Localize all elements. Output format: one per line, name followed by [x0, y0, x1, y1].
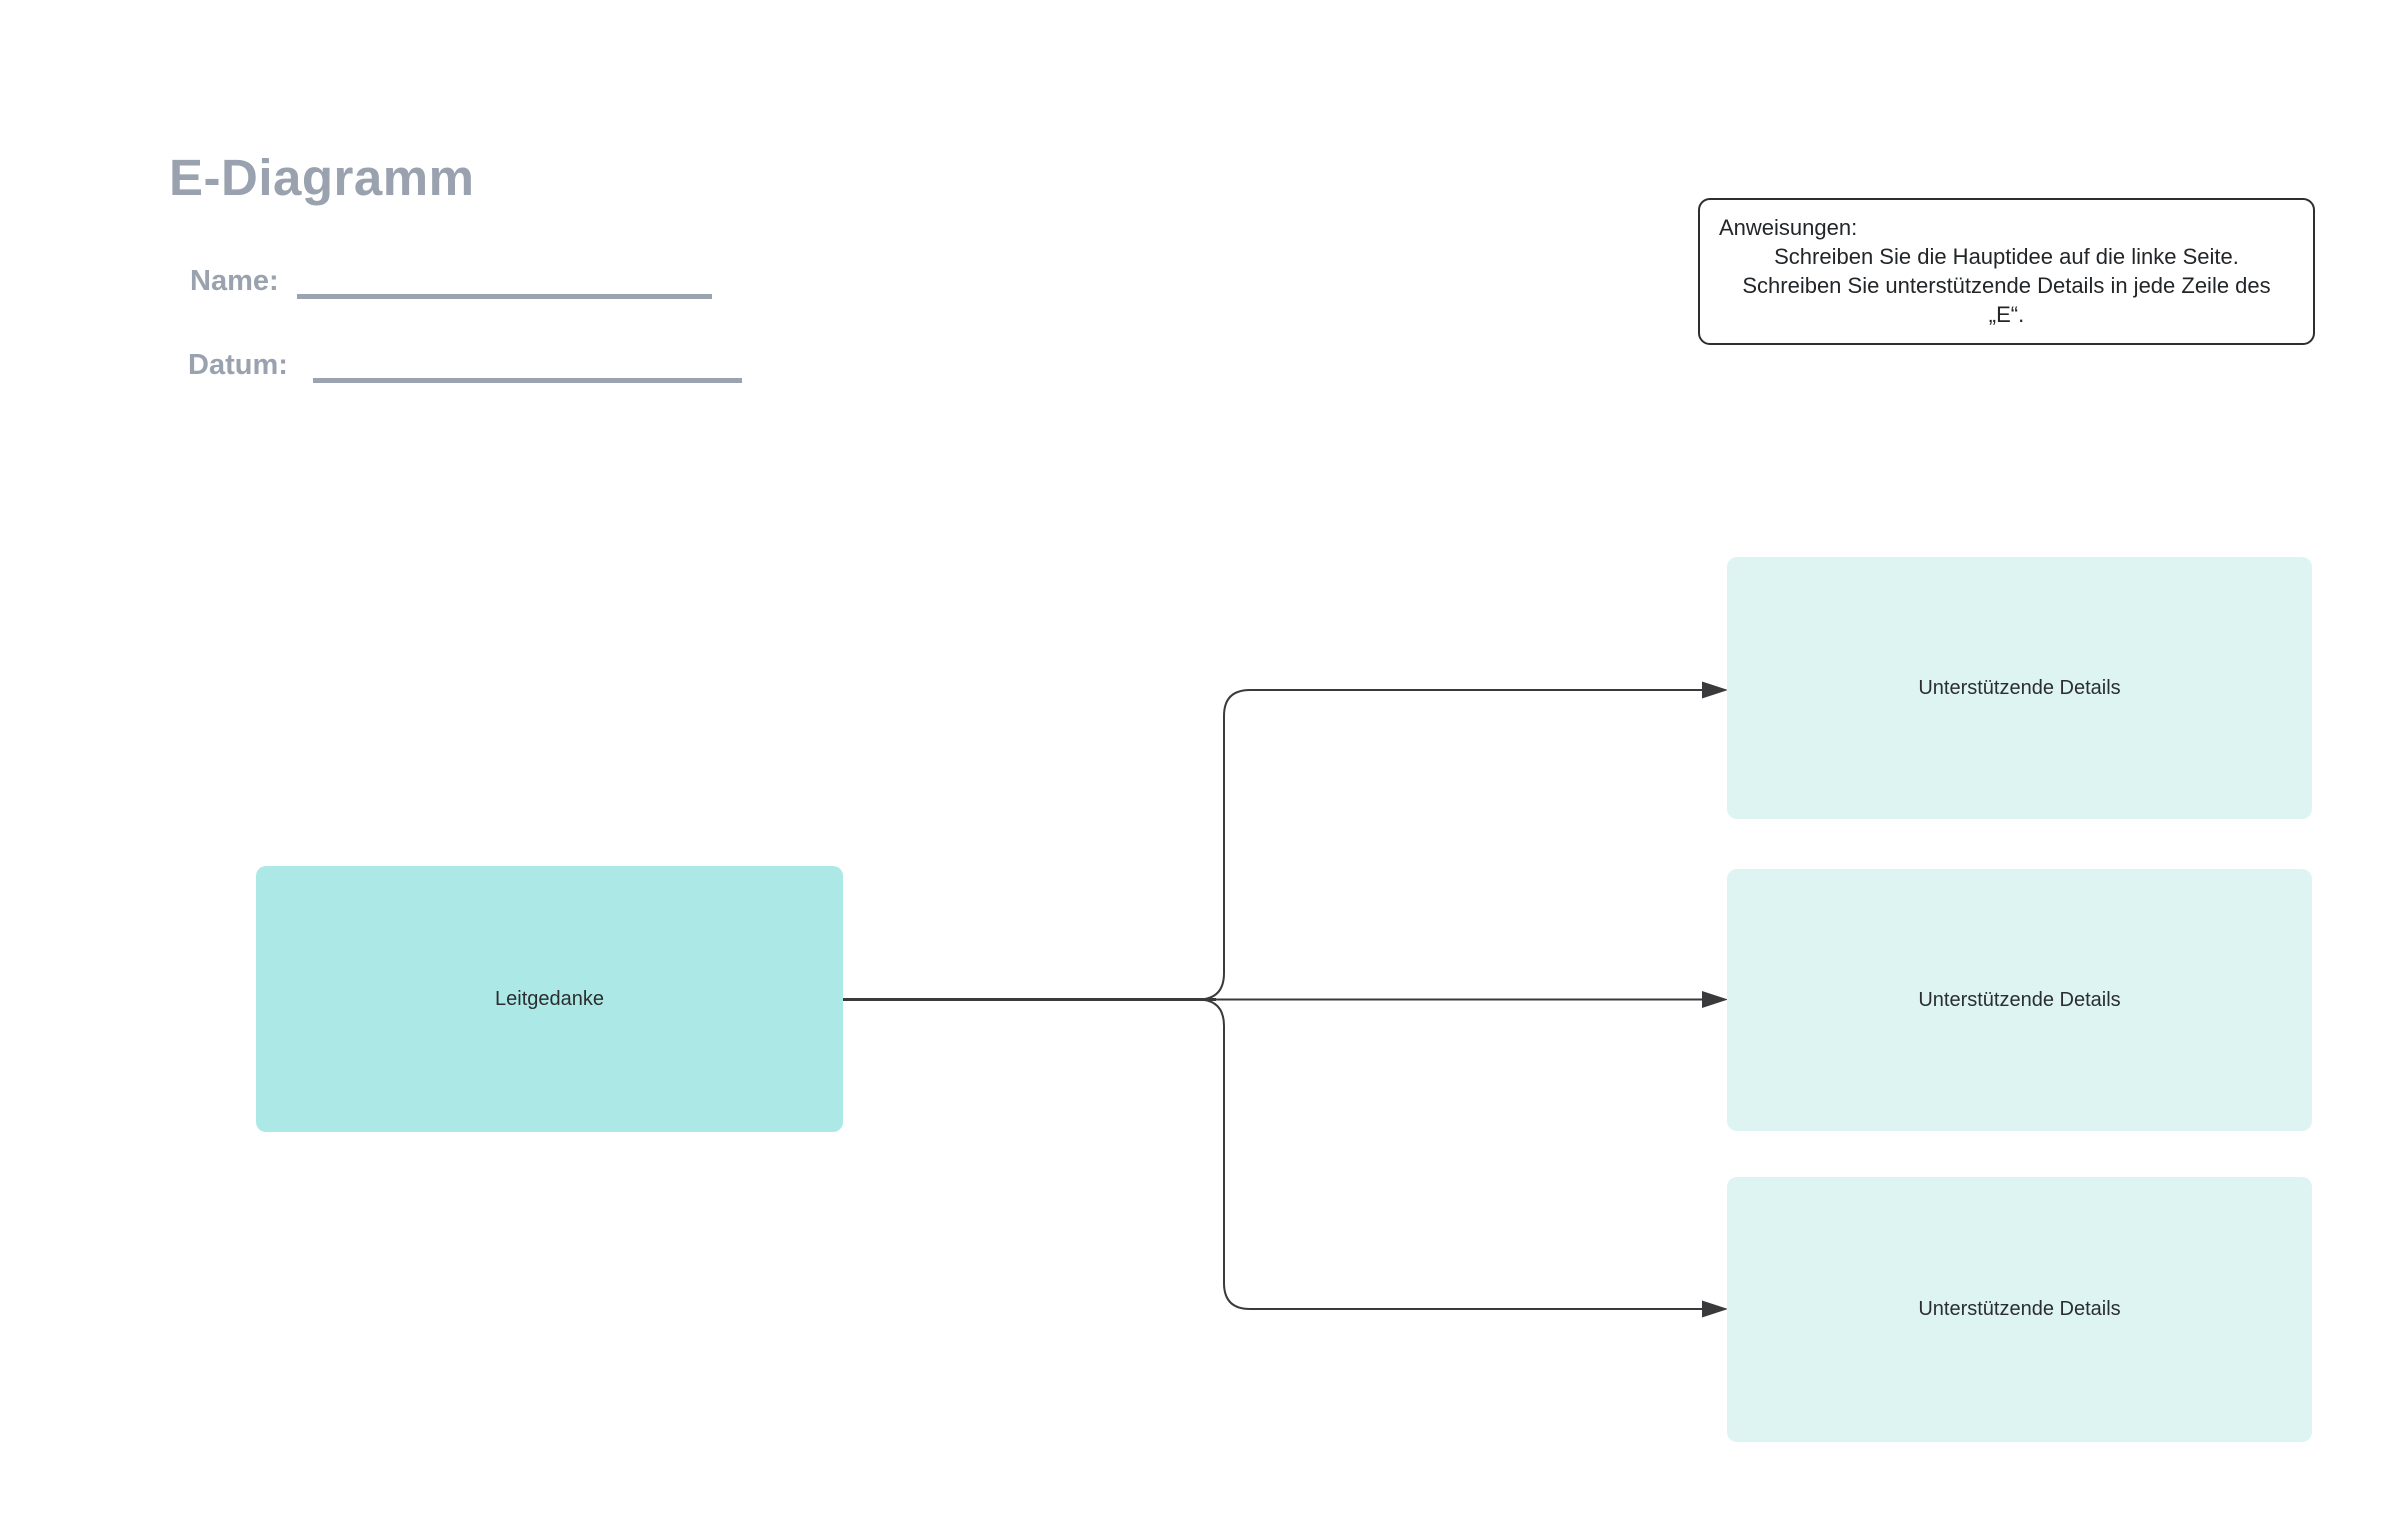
detail-node-1-label: Unterstützende Details: [1918, 676, 2121, 699]
name-label: Name:: [190, 265, 279, 297]
main-idea-node[interactable]: Leitgedanke: [256, 866, 843, 1132]
connector-branch-top: [1197, 689, 1702, 1001]
detail-node-3-label: Unterstützende Details: [1918, 1298, 2121, 1320]
instructions-heading: Anweisungen:: [1719, 215, 1858, 240]
page-title: E-Diagramm: [169, 149, 475, 206]
name-input-line[interactable]: [297, 294, 712, 299]
instructions-box: Anweisungen: Schreiben Sie die Hauptidee…: [1698, 198, 2315, 345]
arrowhead-top: [1702, 681, 1728, 699]
instructions-line-3: „E“.: [1988, 302, 2025, 327]
arrowhead-middle: [1702, 991, 1728, 1008]
arrowhead-bottom: [1702, 1300, 1728, 1318]
detail-node-2-label: Unterstützende Details: [1918, 988, 2121, 1011]
date-input-line[interactable]: [313, 378, 742, 383]
detail-node-2[interactable]: Unterstützende Details: [1727, 869, 2312, 1131]
instructions-line-1: Schreiben Sie die Hauptidee auf die link…: [1774, 244, 2239, 269]
detail-node-1[interactable]: Unterstützende Details: [1727, 557, 2312, 819]
instructions-line-2: Schreiben Sie unterstützende Details in …: [1742, 273, 2271, 298]
connector-branch-bottom: [1197, 998, 1702, 1310]
main-idea-label: Leitgedanke: [495, 987, 604, 1010]
detail-node-3[interactable]: Unterstützende Details: [1727, 1177, 2312, 1442]
date-label: Datum:: [188, 349, 288, 381]
